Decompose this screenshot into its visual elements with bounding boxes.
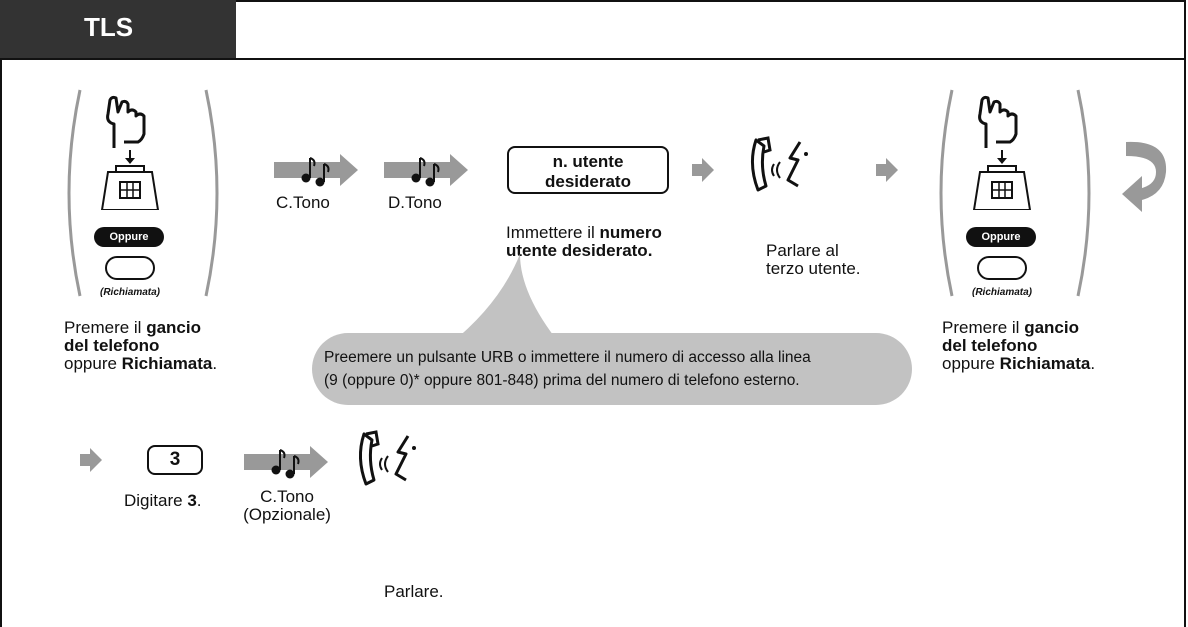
handset-talk-icon [751,136,808,192]
flash-label: (Richiamata) [971,287,1032,298]
note-line2: (9 (oppure 0)* oppure 801-848) prima del… [324,372,800,389]
extension-number-box: n. utente desiderato [507,146,669,194]
note-pointer [450,254,560,344]
tone-arrow-icon [384,154,468,187]
hookswitch-icon [100,150,160,220]
section-tab: TLS [0,0,236,58]
next-arrow-icon [80,448,102,472]
parenthesis-group [67,89,219,297]
note-callout: Preemere un pulsante URB o immettere il … [312,333,912,405]
continue-arrow-icon [1122,141,1167,212]
d-tono-label: D.Tono [388,193,442,212]
dial-caption: Digitare 3. [124,491,202,510]
bottom-tone-caption: C.Tono(Opzionale) [243,487,331,524]
section-title: TLS [84,12,134,42]
talk-final-caption: Parlare. [384,582,444,601]
tone-arrow-icon [274,154,358,187]
parenthesis-group [939,89,1091,297]
next-arrow-icon [692,158,714,182]
flash-button-icon [105,256,155,280]
extension-box-line2: desiderato [545,172,631,191]
hand-press-icon [978,95,1018,148]
hand-press-icon [106,95,146,148]
hookswitch-icon [972,150,1032,220]
oppure-badge: Oppure [94,227,164,247]
flash-button-icon [977,256,1027,280]
oppure-badge: Oppure [966,227,1036,247]
tone-arrow-icon [244,446,328,479]
flash-label: (Richiamata) [99,287,160,298]
next-arrow-icon [876,158,898,182]
header-divider [0,58,1186,60]
extension-box-line1: n. utente [552,152,624,171]
note-line1: Preemere un pulsante URB o immettere il … [324,349,811,366]
c-tono-label: C.Tono [276,193,330,212]
key-3: 3 [147,445,203,475]
handset-talk-icon [359,430,416,486]
